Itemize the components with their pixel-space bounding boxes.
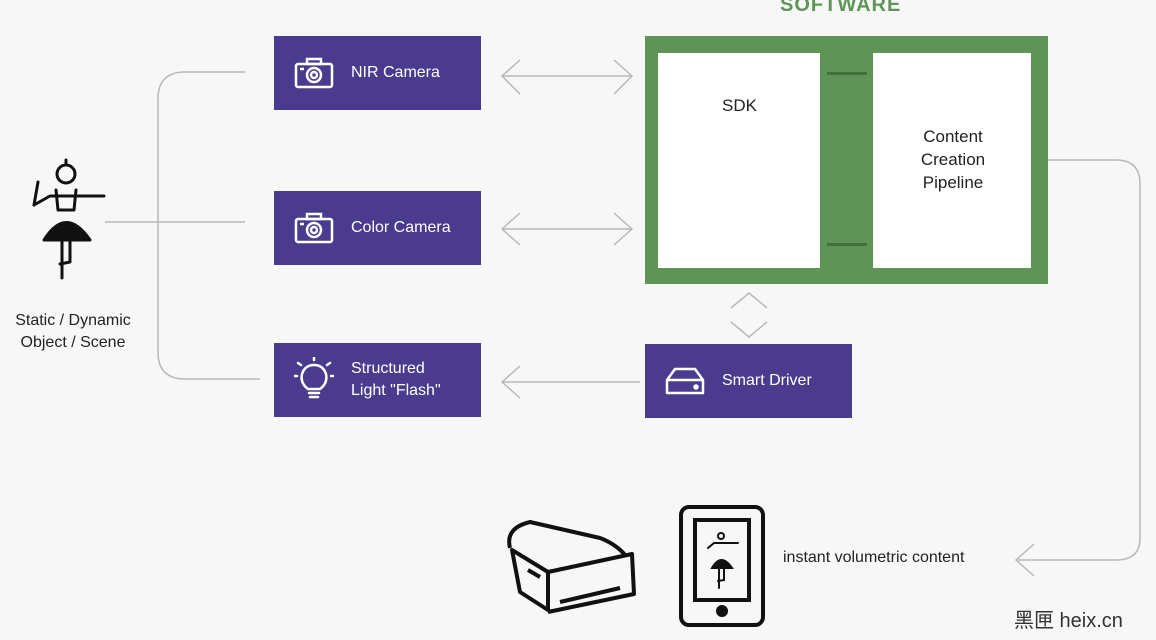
software-block — [645, 36, 1048, 284]
lightbulb-icon — [294, 357, 334, 399]
connector-bar-top — [827, 72, 867, 75]
subject-label: Static / Dynamic Object / Scene — [15, 312, 131, 351]
pipeline-panel — [873, 53, 1031, 268]
smart-driver-label: Smart Driver — [722, 372, 812, 389]
ballerina-icon — [32, 158, 106, 280]
nir-camera-label: NIR Camera — [351, 64, 440, 81]
nir-camera-box: NIR Camera — [274, 36, 481, 110]
structured-light-label: Structured Light "Flash" — [351, 360, 441, 399]
watermark: 黑匣 heix.cn — [1014, 610, 1123, 632]
software-driver-double-arrow — [730, 292, 768, 338]
output-label: instant volumetric content — [783, 549, 965, 566]
driver-to-flash-arrow — [500, 365, 640, 399]
nir-double-arrow — [500, 59, 634, 95]
sdk-label: SDK — [722, 96, 757, 115]
tablet-icon — [679, 505, 765, 627]
subject-bracket — [157, 71, 260, 380]
camera-icon — [294, 57, 334, 89]
drive-icon — [665, 367, 705, 395]
sdk-panel — [658, 53, 820, 268]
software-title: SOFTWARE — [780, 0, 902, 16]
color-camera-box: Color Camera — [274, 191, 481, 265]
camera-icon — [294, 212, 334, 244]
structured-light-box: Structured Light "Flash" — [274, 343, 481, 417]
vr-headset-icon — [507, 520, 636, 614]
pipeline-label: Content Creation Pipeline — [920, 127, 986, 192]
smart-driver-box: Smart Driver — [645, 344, 852, 418]
color-camera-label: Color Camera — [351, 219, 451, 236]
software-to-output-arrow — [1014, 159, 1141, 577]
color-double-arrow — [500, 212, 634, 246]
connector-bar-bottom — [827, 243, 867, 246]
